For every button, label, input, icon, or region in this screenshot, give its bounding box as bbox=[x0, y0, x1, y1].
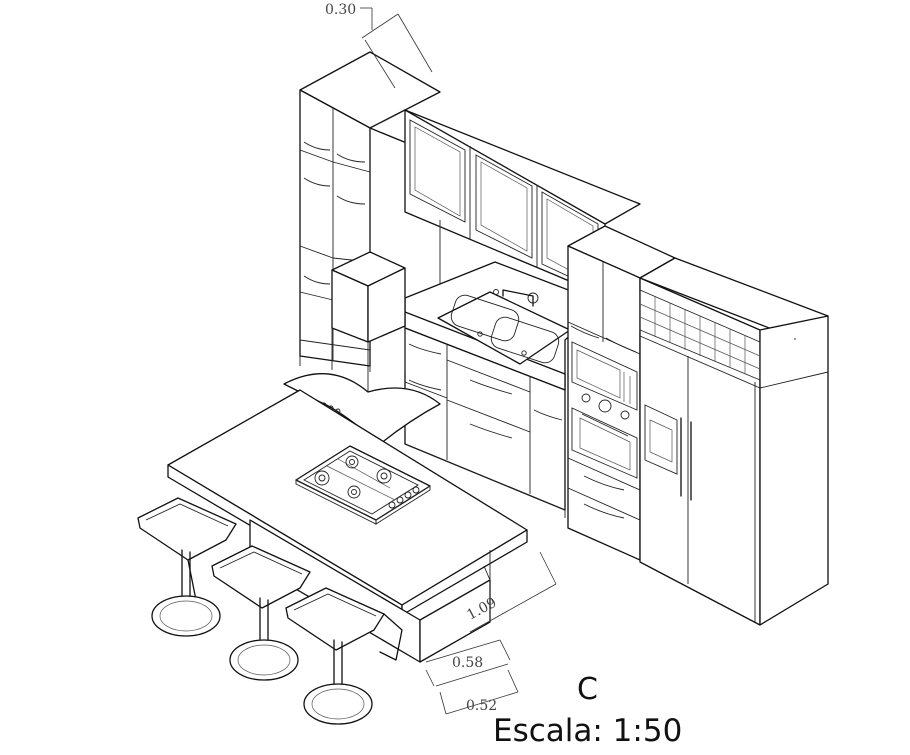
dimension-island-overhang: 0.58 bbox=[425, 639, 511, 687]
kitchen-island bbox=[167, 389, 528, 663]
dim-label-island-overhang: 0.58 bbox=[452, 655, 483, 671]
microwave bbox=[571, 341, 638, 411]
refrigerator bbox=[639, 257, 829, 626]
sink-counter bbox=[404, 261, 606, 518]
gas-cooktop bbox=[295, 445, 431, 525]
bar-stool-3 bbox=[285, 587, 403, 725]
wine-rack bbox=[639, 289, 761, 381]
view-label: C bbox=[577, 672, 598, 707]
wall-oven bbox=[571, 407, 638, 479]
range-hood bbox=[283, 251, 441, 445]
dimension-cabinet-depth: 0.30 bbox=[325, 2, 433, 89]
bar-stool-1 bbox=[137, 497, 237, 637]
dimension-island-base: 0.52 bbox=[435, 663, 519, 715]
dim-label-island-base: 0.52 bbox=[466, 698, 497, 714]
dim-label-cabinet-depth: 0.30 bbox=[325, 2, 356, 18]
scale-label: Escala: 1:50 bbox=[493, 713, 683, 749]
upper-wall-cabinets bbox=[369, 109, 641, 297]
bar-stool-2 bbox=[211, 545, 311, 681]
